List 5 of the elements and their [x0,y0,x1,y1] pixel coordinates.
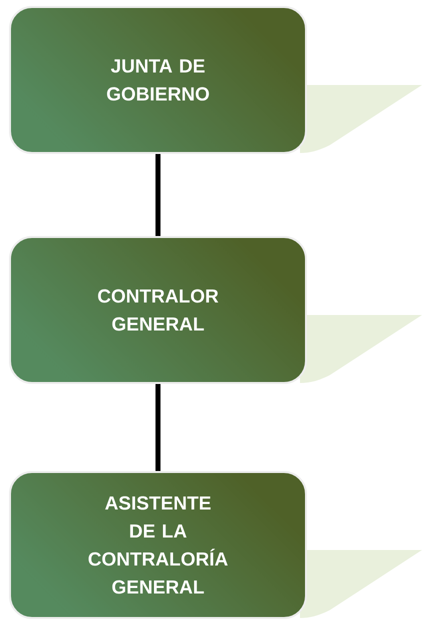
org-box: CONTRALOR GENERAL [9,236,422,384]
org-box: JUNTA DE GOBIERNO [9,6,422,154]
connector-line [156,384,160,471]
connector-line [156,154,160,236]
org-box: ASISTENTE DE LA CONTRALORÍA GENERAL [9,471,422,619]
